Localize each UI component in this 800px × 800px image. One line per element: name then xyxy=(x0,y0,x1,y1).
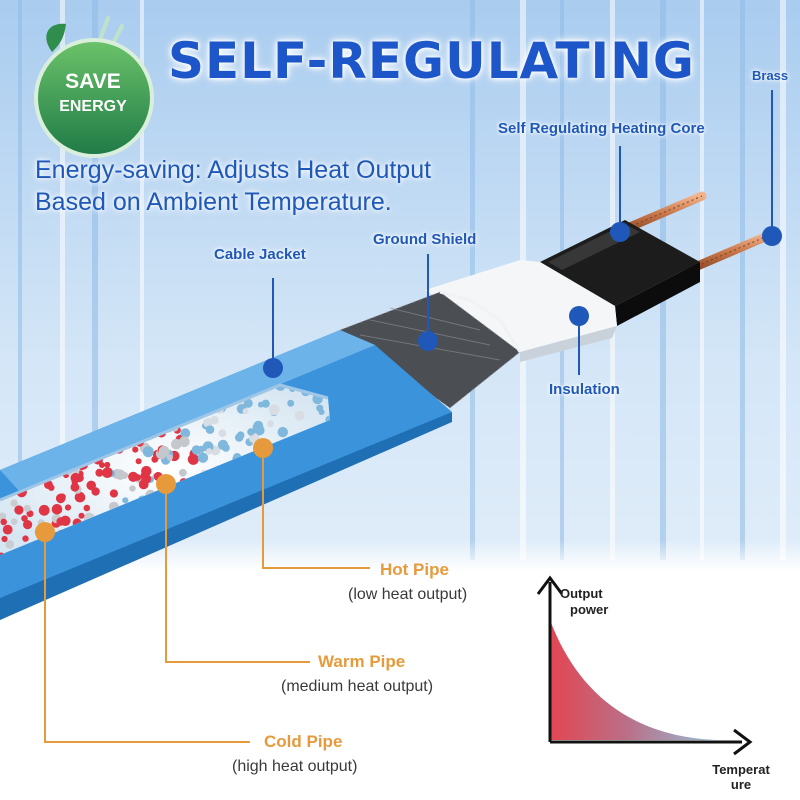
warm-pipe-label: Warm Pipe xyxy=(318,652,406,671)
polymer-dot xyxy=(247,428,255,436)
label-insulation: Insulation xyxy=(549,381,620,398)
label-ground-shield: Ground Shield xyxy=(373,231,477,248)
polymer-dot xyxy=(95,468,104,477)
cable-jacket xyxy=(0,330,452,620)
polymer-dot xyxy=(10,499,18,507)
polymer-dot xyxy=(316,404,324,412)
polymer-dot xyxy=(102,467,113,479)
polymer-dot xyxy=(204,418,213,426)
subtitle-line-1: Energy-saving: Adjusts Heat Output xyxy=(35,156,432,184)
polymer-dot xyxy=(0,512,7,521)
polymer-dot xyxy=(267,420,274,428)
polymer-dot xyxy=(129,485,136,492)
polymer-dot xyxy=(132,446,139,453)
polymer-dot xyxy=(180,428,191,439)
polymer-dot xyxy=(2,524,13,535)
output-vs-temperature-graph xyxy=(536,575,753,756)
polymer-dot xyxy=(78,512,85,519)
polymer-dot xyxy=(48,484,55,491)
polymer-dot xyxy=(59,516,69,526)
polymer-dot xyxy=(91,487,100,496)
hot-pipe-detail: (low heat output) xyxy=(348,586,468,603)
polymer-dot xyxy=(158,445,170,457)
polymer-dot xyxy=(135,458,142,465)
polymer-dot xyxy=(51,504,63,515)
leaf-icon xyxy=(46,23,66,52)
polymer-dot xyxy=(277,426,288,438)
polymer-dot xyxy=(179,468,187,477)
polymer-dot xyxy=(57,493,66,502)
label-heating-core: Self Regulating Heating Core xyxy=(498,120,705,137)
y-axis-label-2: power xyxy=(570,602,609,617)
output-curve xyxy=(550,620,720,740)
cold-pipe-detail: (high heat output) xyxy=(232,758,358,775)
polymer-dot xyxy=(252,423,261,432)
polymer-dot xyxy=(22,535,29,542)
insulation-layer xyxy=(425,260,617,352)
polymer-dot xyxy=(74,491,86,503)
polymer-dot xyxy=(191,445,202,455)
polymer-dot xyxy=(70,482,80,492)
label-brass: Brass xyxy=(752,68,789,83)
polymer-dot xyxy=(236,431,245,440)
polymer-dot xyxy=(142,446,154,458)
polymer-dot xyxy=(128,471,139,482)
polymer-dot xyxy=(171,438,182,450)
polymer-dot xyxy=(14,505,24,515)
polymer-dot xyxy=(0,518,7,526)
polymer-dot xyxy=(122,497,129,504)
subtitle-line-2: Based on Ambient Temperature. xyxy=(35,188,392,216)
polymer-dot xyxy=(70,472,81,483)
polymer-dot xyxy=(104,461,111,468)
polymer-dot xyxy=(242,408,249,415)
polymer-dot xyxy=(109,489,118,498)
polymer-dot xyxy=(23,520,33,530)
polymer-dot xyxy=(218,429,227,438)
label-cable-jacket: Cable Jacket xyxy=(214,246,306,263)
x-axis-label-2: ure xyxy=(730,777,752,792)
polymer-dot xyxy=(222,444,230,452)
x-axis-label-1: Temperat xyxy=(712,762,770,777)
polymer-dot xyxy=(205,425,215,434)
polymer-dot xyxy=(115,469,126,480)
badge-line-2: ENERGY xyxy=(59,98,127,115)
polymer-dot xyxy=(5,540,15,549)
polymer-dot xyxy=(261,399,270,408)
polymer-dot xyxy=(294,410,305,421)
page-title: SELF-REGULATING xyxy=(168,32,695,90)
warm-pipe-detail: (medium heat output) xyxy=(281,678,434,695)
badge-line-1: SAVE xyxy=(65,70,121,93)
polymer-dot xyxy=(21,515,28,522)
y-axis-label-1: Output xyxy=(560,586,603,601)
polymer-dot xyxy=(151,455,159,463)
cold-pipe-label: Cold Pipe xyxy=(264,732,343,751)
polymer-dot xyxy=(86,480,96,491)
polymer-dot xyxy=(10,518,18,525)
polymer-dot xyxy=(166,454,173,461)
polymer-dot xyxy=(187,453,199,465)
polymer-dot xyxy=(138,479,149,490)
save-energy-badge xyxy=(34,16,154,158)
polymer-dot xyxy=(287,399,295,407)
polymer-dot xyxy=(197,452,209,463)
polymer-dot xyxy=(1,535,8,543)
polymer-dot xyxy=(64,504,72,511)
polymer-dot xyxy=(23,504,31,512)
polymer-dot xyxy=(205,448,213,455)
polymer-dot xyxy=(178,436,190,448)
heating-core xyxy=(540,220,700,306)
polymer-dot xyxy=(268,404,280,416)
polymer-dot xyxy=(140,471,149,481)
polymer-dot xyxy=(38,504,50,516)
polymer-dot xyxy=(243,398,253,408)
polymer-dot xyxy=(26,510,34,518)
hot-pipe-label: Hot Pipe xyxy=(380,560,449,579)
polymer-dot xyxy=(83,504,91,512)
